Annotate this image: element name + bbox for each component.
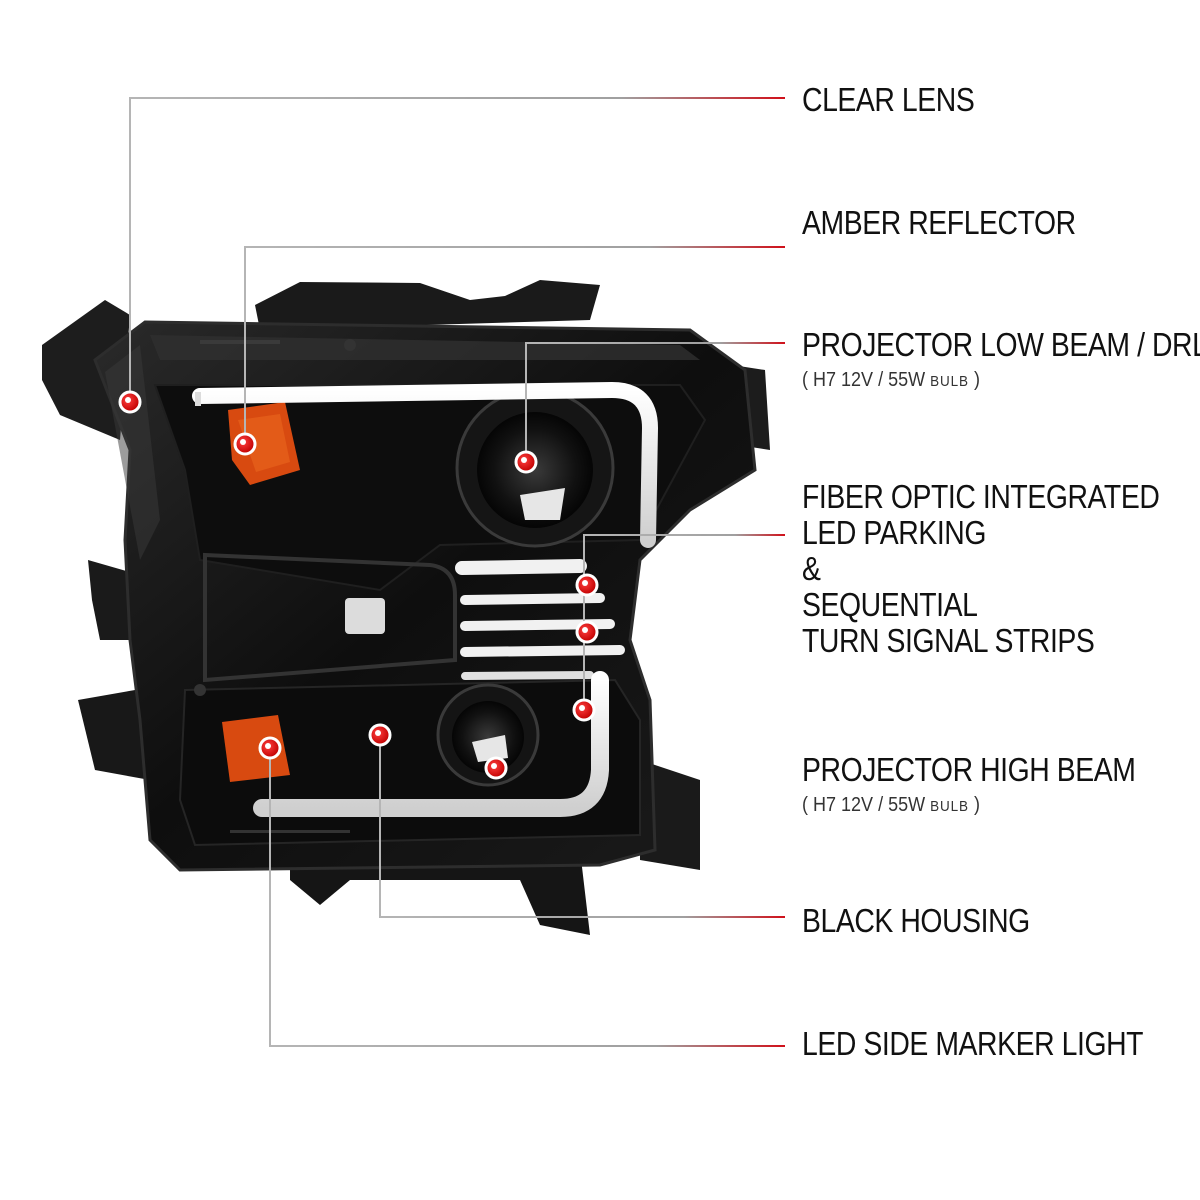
callout-dots bbox=[118, 390, 599, 780]
lower-drl-bar bbox=[253, 671, 609, 817]
spec-projector-low-beam: ( H7 12V / 55W BULB ) bbox=[802, 369, 980, 393]
adjuster-screw bbox=[344, 339, 356, 351]
spec-rating: 12V / 55W bbox=[841, 369, 926, 391]
spec-open: ( bbox=[802, 369, 809, 391]
fiber-line-5: TURN SIGNAL STRIPS bbox=[802, 622, 1095, 659]
spec-rating: 12V / 55W bbox=[841, 794, 926, 816]
label-projector-high-beam: PROJECTOR HIGH BEAM bbox=[802, 751, 1136, 788]
spec-projector-high-beam: ( H7 12V / 55W BULB ) bbox=[802, 794, 980, 818]
fiber-line-4: SEQUENTIAL bbox=[802, 586, 978, 623]
spec-close: ) bbox=[973, 369, 980, 391]
fiber-line-1: FIBER OPTIC INTEGRATED bbox=[802, 478, 1160, 515]
upper-amber-facet bbox=[238, 414, 290, 472]
low-beam-shield bbox=[520, 488, 565, 520]
spec-unit: BULB bbox=[930, 798, 969, 815]
f-bezel bbox=[203, 552, 457, 683]
label-black-housing: BLACK HOUSING bbox=[802, 902, 1030, 939]
spec-bulb: H7 bbox=[813, 369, 837, 391]
label-projector-low-beam: PROJECTOR LOW BEAM / DRL bbox=[802, 326, 1200, 363]
headlight-assembly bbox=[42, 280, 770, 935]
dot-amber-reflector bbox=[233, 432, 257, 456]
leader-black-housing bbox=[379, 735, 785, 918]
low-beam-projector-lens bbox=[477, 412, 593, 528]
turn-strip-4 bbox=[460, 645, 625, 657]
leader-lines bbox=[129, 97, 785, 1047]
upper-drl-bar bbox=[192, 381, 659, 548]
lens-reflection bbox=[150, 335, 700, 360]
turn-signal-strips bbox=[455, 559, 625, 680]
label-clear-lens: CLEAR LENS bbox=[802, 81, 975, 118]
label-led-side-marker: LED SIDE MARKER LIGHT bbox=[802, 1025, 1144, 1062]
f-bezel-tab bbox=[345, 598, 385, 634]
spec-bulb: H7 bbox=[813, 794, 837, 816]
bottom-bracket bbox=[290, 850, 590, 935]
top-bracket bbox=[255, 280, 600, 330]
dot-turn-strip-a bbox=[575, 573, 599, 597]
leader-amber-reflector bbox=[244, 246, 785, 444]
turn-strip-2 bbox=[460, 593, 605, 605]
left-bracket-upper bbox=[42, 300, 130, 440]
lens-marking bbox=[200, 340, 280, 344]
label-amber-reflector: AMBER REFLECTOR bbox=[802, 204, 1076, 241]
dot-high-beam bbox=[484, 756, 508, 780]
turn-strip-5 bbox=[461, 671, 594, 680]
leader-side-marker bbox=[269, 748, 785, 1047]
label-fiber-optic: FIBER OPTIC INTEGRATED LED PARKING & SEQ… bbox=[802, 478, 1160, 659]
fiber-line-3: & bbox=[802, 550, 821, 587]
left-bracket-bottom bbox=[78, 690, 150, 780]
lens-edge-glare bbox=[105, 345, 160, 560]
leader-clear-lens bbox=[129, 97, 785, 402]
adjuster-screw-2 bbox=[194, 684, 206, 696]
dot-side-marker bbox=[258, 736, 282, 760]
leader-fiber-optic bbox=[583, 534, 785, 710]
dot-clear-lens bbox=[118, 390, 142, 414]
leader-low-beam bbox=[525, 342, 785, 462]
dot-turn-strip-c bbox=[572, 698, 596, 722]
spec-close: ) bbox=[973, 794, 980, 816]
dot-low-beam bbox=[514, 450, 538, 474]
high-beam-shield bbox=[472, 735, 508, 762]
lens-marking-2 bbox=[230, 830, 350, 833]
side-marker-amber bbox=[222, 715, 290, 782]
turn-strip-1 bbox=[455, 559, 587, 575]
dot-black-housing bbox=[368, 723, 392, 747]
fiber-line-2: LED PARKING bbox=[802, 514, 986, 551]
dot-turn-strip-b bbox=[575, 620, 599, 644]
spec-open: ( bbox=[802, 794, 809, 816]
spec-unit: BULB bbox=[930, 373, 969, 390]
